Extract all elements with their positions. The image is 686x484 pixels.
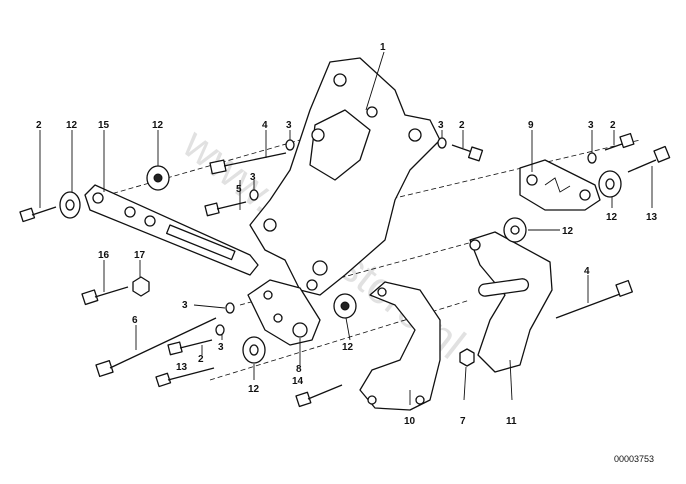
callout-2: 2 [610, 120, 616, 131]
bolt-part-2-upper [451, 144, 484, 162]
bolt-part-3-lower [155, 367, 215, 388]
adjusting-strap-part-15 [84, 184, 259, 276]
callout-8: 8 [296, 364, 302, 375]
bracket-plate-part-8 [247, 279, 321, 346]
link-bracket-part-9 [519, 159, 601, 211]
bolts [19, 132, 671, 408]
bolt-part-5 [204, 201, 247, 217]
callout-2: 2 [459, 120, 465, 131]
bolt-part-2-left [19, 206, 57, 223]
tensioner-bracket-part-11 [469, 231, 553, 373]
callout-3: 3 [250, 172, 256, 183]
washer-part-3-b [249, 189, 259, 201]
washer-part-3-e [225, 302, 235, 314]
callout-9: 9 [528, 120, 534, 131]
callout-13: 13 [176, 362, 188, 373]
callout-12: 12 [248, 384, 260, 395]
callout-3: 3 [438, 120, 444, 131]
washer-part-3-a [285, 139, 295, 151]
main-bracket-part-1 [249, 57, 441, 296]
callout-6: 6 [132, 315, 138, 326]
callout-12: 12 [342, 342, 354, 353]
leader-lines [39, 51, 653, 405]
callout-16: 16 [98, 250, 110, 261]
callout-3: 3 [218, 342, 224, 353]
callout-5: 5 [236, 184, 242, 195]
callout-12: 12 [66, 120, 78, 131]
callout-2: 2 [198, 354, 204, 365]
reference-number: 00003753 [614, 454, 654, 464]
callout-3: 3 [286, 120, 292, 131]
callout-13: 13 [646, 212, 658, 223]
support-plate-part-10 [359, 281, 441, 411]
callout-10: 10 [404, 416, 416, 427]
callout-3: 3 [588, 120, 594, 131]
bolt-part-6 [95, 317, 217, 378]
nut-part-17 [132, 276, 150, 297]
callout-12: 12 [606, 212, 618, 223]
callout-12: 12 [562, 226, 574, 237]
callout-15: 15 [98, 120, 110, 131]
washer-part-3-c [437, 137, 447, 149]
washer-part-3-f [215, 324, 225, 336]
mounts-and-washers [59, 137, 622, 367]
callout-4: 4 [262, 120, 268, 131]
washer-part-3-d [587, 152, 597, 164]
bolt-part-13-right [627, 145, 671, 173]
nut-part-7 [459, 348, 475, 367]
callout-1: 1 [380, 42, 386, 53]
callout-2: 2 [36, 120, 42, 131]
callout-14: 14 [292, 376, 304, 387]
bolt-part-4-lower [555, 279, 633, 319]
bolt-part-4-upper [209, 152, 287, 175]
callout-11: 11 [506, 416, 517, 427]
bolt-part-2-right [604, 132, 635, 151]
bolt-part-14 [295, 384, 343, 408]
callouts: 1 2 12 15 12 4 3 5 3 3 2 9 3 2 12 13 12 … [36, 42, 658, 427]
callout-7: 7 [460, 416, 466, 427]
bolt-part-13-lower [167, 339, 213, 356]
callout-4: 4 [584, 266, 590, 277]
callout-3: 3 [182, 300, 188, 311]
callout-17: 17 [134, 250, 146, 261]
callout-12: 12 [152, 120, 164, 131]
bolt-part-16 [81, 286, 129, 306]
